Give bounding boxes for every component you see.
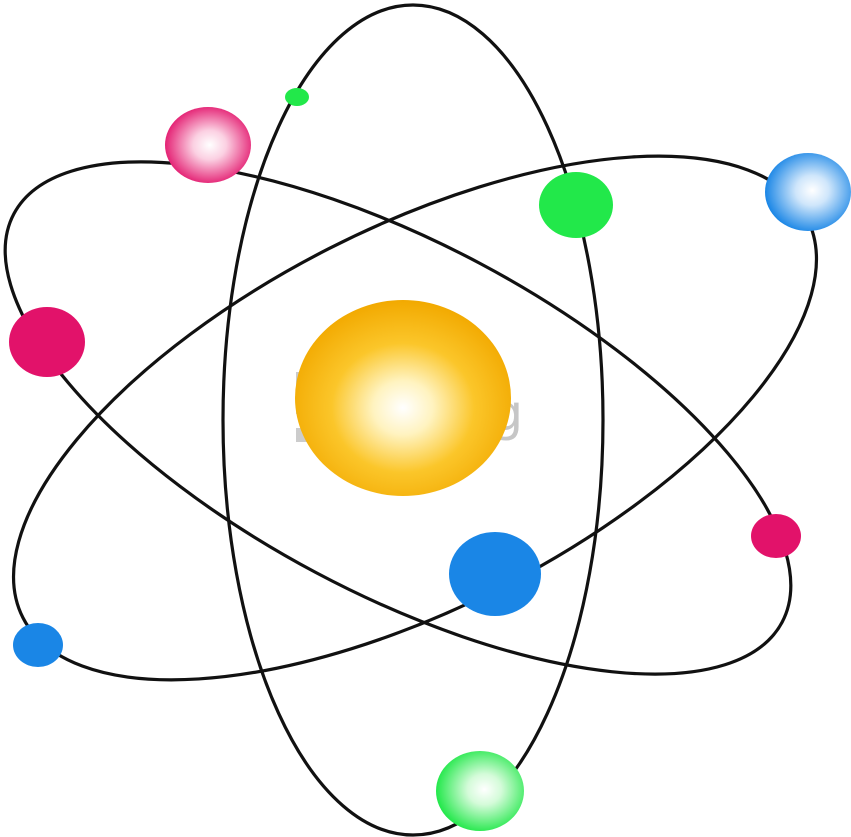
electron-blue-bottom-left	[13, 623, 63, 667]
orbit-vertical	[221, 3, 605, 837]
electron-green-bottom-glow	[436, 751, 524, 831]
electron-green-top	[539, 172, 613, 238]
orbit-falling	[3, 160, 793, 676]
electron-pink-left	[9, 307, 85, 377]
electron-blue-center	[449, 532, 541, 616]
electron-blue-top-right-glow	[765, 153, 851, 231]
electron-pink-top-glow	[165, 107, 251, 183]
electron-pink-right	[751, 514, 801, 558]
electron-green-small	[285, 88, 309, 106]
nucleus	[295, 300, 511, 496]
